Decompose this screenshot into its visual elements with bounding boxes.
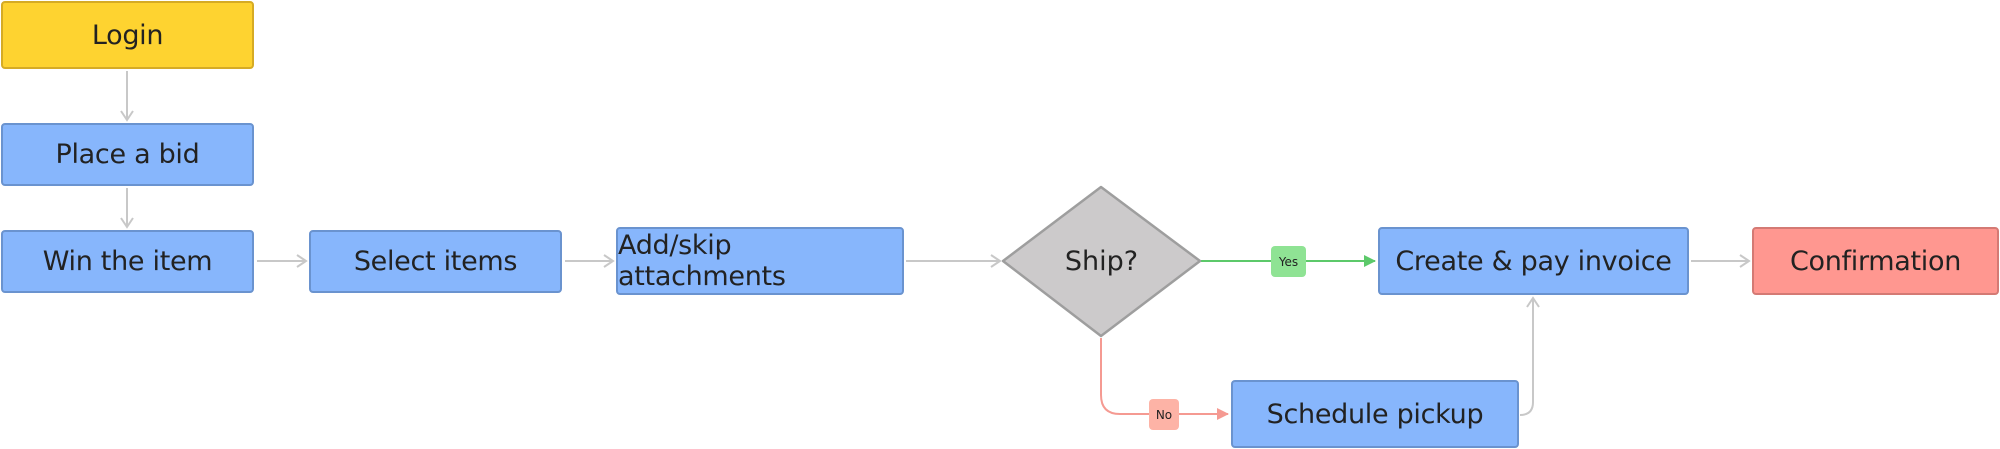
- decision-ship-label: Ship?: [1064, 245, 1139, 277]
- node-place-bid[interactable]: Place a bid: [1, 123, 254, 186]
- edge-pickup-to-invoice: [1519, 296, 1540, 416]
- node-win-item[interactable]: Win the item: [1, 230, 254, 293]
- node-invoice[interactable]: Create & pay invoice: [1378, 227, 1689, 295]
- node-attachments[interactable]: Add/skip attachments: [616, 227, 904, 295]
- node-win-item-label: Win the item: [42, 246, 213, 277]
- decision-ship-shape[interactable]: [1001, 185, 1202, 338]
- node-confirmation[interactable]: Confirmation: [1752, 227, 1999, 295]
- node-confirmation-label: Confirmation: [1789, 245, 1962, 277]
- edge-ship-no-to-pickup: [1100, 338, 1229, 420]
- node-login[interactable]: Login: [1, 1, 254, 69]
- node-attachments-label: Add/skip attachments: [618, 230, 786, 292]
- node-place-bid-label: Place a bid: [55, 139, 200, 170]
- node-pickup-label: Schedule pickup: [1266, 398, 1484, 430]
- edge-label-yes: Yes: [1271, 246, 1306, 277]
- node-login-label: Login: [91, 19, 164, 51]
- node-select-items-label: Select items: [353, 246, 518, 277]
- edge-label-no: No: [1149, 399, 1179, 430]
- node-invoice-label: Create & pay invoice: [1395, 245, 1672, 277]
- node-select-items[interactable]: Select items: [309, 230, 562, 293]
- node-pickup[interactable]: Schedule pickup: [1231, 380, 1519, 448]
